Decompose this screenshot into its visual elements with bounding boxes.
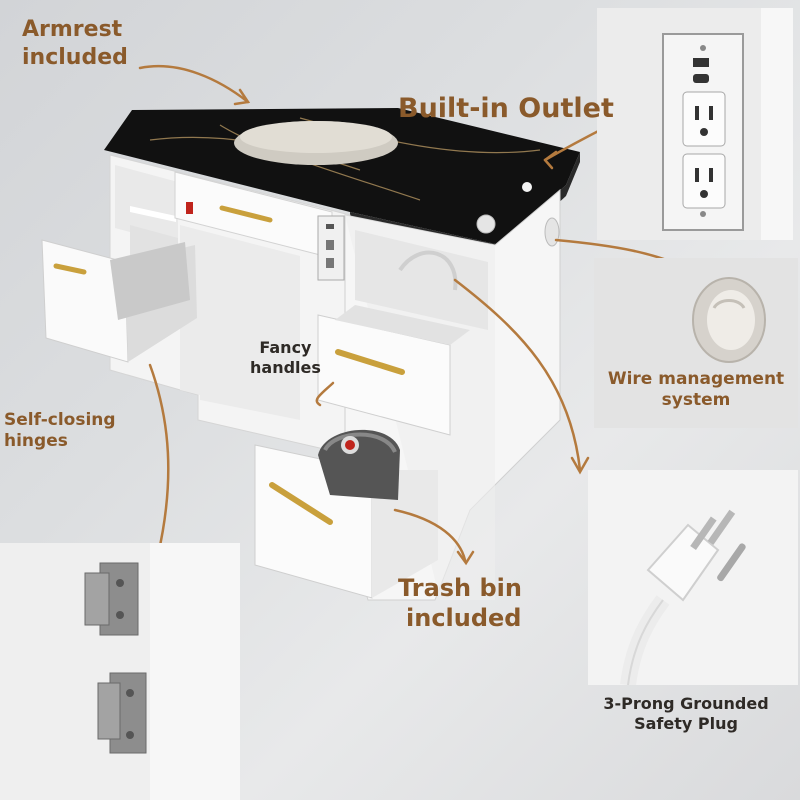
armrest <box>234 121 398 165</box>
inset-grommet-photo <box>594 258 798 428</box>
handles-callout: Fancy handles <box>250 338 321 377</box>
outlet-callout: Built-in Outlet <box>398 93 614 124</box>
gold-handle-middle <box>335 349 405 375</box>
left-open-drawer <box>41 239 197 363</box>
hinges-callout: Self-closing hinges <box>4 410 116 452</box>
inset-plug-photo <box>588 470 798 685</box>
left-cabinet <box>109 154 351 456</box>
plug-callout: 3-Prong Grounded Safety Plug <box>603 694 769 733</box>
hinge-icon <box>84 562 147 754</box>
plug-icon <box>620 509 746 685</box>
gold-handle-center <box>219 205 273 223</box>
trash-callout: Trash bin included <box>398 574 522 632</box>
inset-hinge-photo <box>0 543 240 800</box>
outlet-strip <box>317 215 345 281</box>
grommet-icon <box>692 277 766 363</box>
right-tower <box>254 188 561 601</box>
gold-handle-bottom <box>269 482 333 525</box>
outlet-icon <box>662 33 744 231</box>
wire-callout: Wire management system <box>607 369 785 411</box>
usb-port-icon <box>693 58 709 83</box>
trash-bin-icon <box>318 429 400 500</box>
inset-outlet-photo <box>597 8 793 240</box>
armrest-callout: Armrest included <box>22 17 128 70</box>
